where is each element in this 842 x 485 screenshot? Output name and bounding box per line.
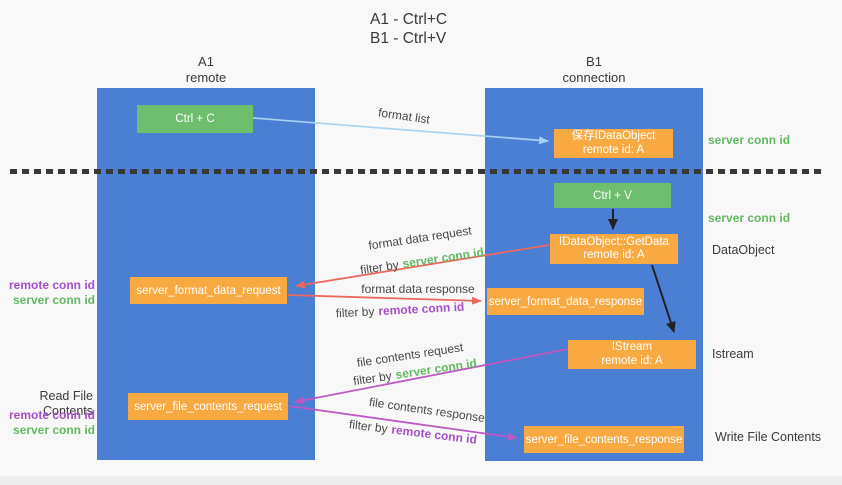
- remote-conn-id-text: remote conn id: [390, 422, 478, 447]
- ctrl-v-label: Ctrl + V: [593, 189, 632, 202]
- save-dataobject-line2: remote id: A: [582, 143, 645, 156]
- bottom-edge-strip: [0, 476, 842, 485]
- left-server-conn-id-top: server conn id: [12, 292, 95, 307]
- ctrl-c-label: Ctrl + C: [175, 113, 215, 125]
- lane-b1-role: connection: [562, 70, 626, 85]
- file-request-label: server_file_contents_request: [134, 400, 282, 413]
- lane-header-b1: B1 connection: [485, 54, 703, 86]
- dotted-divider-line: [10, 169, 824, 174]
- node-ctrl-v: Ctrl + V: [554, 183, 671, 208]
- filter-by-text: filter by: [348, 417, 389, 436]
- label-format-list: format list: [377, 105, 431, 127]
- title-line-2: B1 - Ctrl+V: [370, 30, 447, 47]
- right-istream-label: Istream: [712, 347, 754, 361]
- node-server-file-contents-request: server_file_contents_request: [128, 393, 288, 420]
- node-istream: IStream remote id: A: [568, 340, 696, 369]
- format-response-label: server_format_data_response: [488, 295, 643, 308]
- right-write-file-contents-label: Write File Contents: [715, 430, 822, 444]
- node-server-format-data-response: server_format_data_response: [487, 288, 644, 315]
- read-file-contents-label: Read File Contents: [39, 389, 94, 418]
- node-server-file-contents-response: server_file_contents_response: [524, 426, 684, 453]
- lane-a1-role: remote: [185, 70, 227, 85]
- server-conn-id-text: server conn id: [401, 244, 485, 271]
- right-server-conn-id-top: server conn id: [708, 133, 791, 147]
- format-request-label: server_format_data_request: [136, 284, 281, 297]
- right-dataobject-label: DataObject: [712, 243, 775, 257]
- title-line-1: A1 - Ctrl+C: [370, 11, 448, 28]
- lane-header-a1: A1 remote: [97, 54, 315, 86]
- left-read-file-contents: Read File Contents: [0, 389, 94, 418]
- left-server-conn-id-bottom: server conn id: [12, 422, 95, 437]
- left-remote-conn-id-top: remote conn id: [8, 278, 95, 292]
- left-conn-ids-bottom: remote conn id server conn id: [0, 408, 95, 437]
- label-file-contents-response: file contents response: [368, 394, 486, 426]
- filter-by-text: filter by: [359, 257, 400, 278]
- lane-b1-name: B1: [586, 54, 602, 69]
- label-format-data-response: format data response: [361, 282, 475, 296]
- node-save-dataobject: 保存IDataObject remote id: A: [554, 129, 673, 158]
- node-server-format-data-request: server_format_data_request: [130, 277, 287, 304]
- istream-line2: remote id: A: [601, 354, 663, 367]
- filter-by-text: filter by: [335, 304, 375, 321]
- remote-conn-id-text: remote conn id: [377, 299, 465, 319]
- save-dataobject-line1: 保存IDataObject: [571, 130, 656, 142]
- file-response-label: server_file_contents_response: [525, 433, 683, 446]
- right-server-conn-id-mid: server conn id: [708, 211, 791, 225]
- istream-line1: IStream: [611, 341, 653, 353]
- getdata-line2: remote id: A: [583, 249, 645, 261]
- left-conn-ids-top: remote conn id server conn id: [0, 278, 95, 307]
- node-getdata: IDataObject::GetData remote id: A: [550, 234, 678, 264]
- lane-a1-name: A1: [198, 54, 214, 69]
- filter-by-text: filter by: [352, 368, 393, 389]
- left-remote-conn-id-bottom: remote conn id: [8, 408, 95, 422]
- node-ctrl-c: Ctrl + C: [137, 105, 253, 133]
- diagram-title: A1 - Ctrl+C B1 - Ctrl+V: [370, 10, 447, 48]
- getdata-line1: IDataObject::GetData: [559, 235, 669, 248]
